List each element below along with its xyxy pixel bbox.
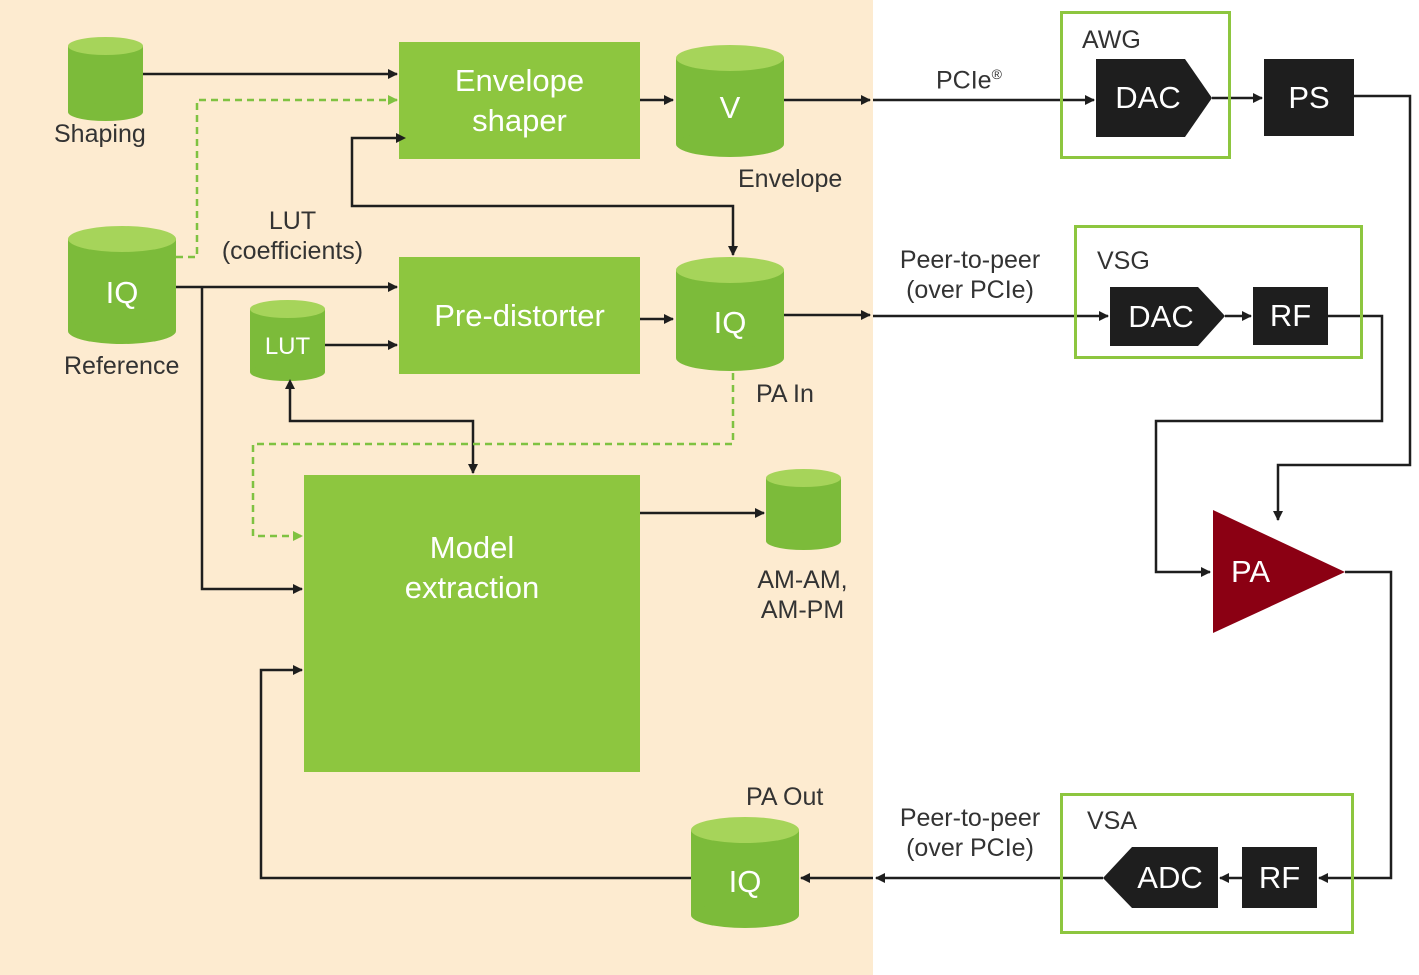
peer-to-peer-bottom-label: Peer-to-peer (over PCIe) — [899, 804, 1041, 862]
envelope-shaper-label: Envelope shaper — [454, 62, 585, 138]
pa-in-cylinder-text: IQ — [713, 305, 747, 340]
awg-ps-label: PS — [1288, 79, 1330, 115]
vsg-dac-block — [1110, 287, 1225, 346]
pre-distorter-label: Pre-distorter — [434, 297, 605, 333]
model-extraction-block — [304, 475, 640, 772]
awg-title: AWG — [1082, 26, 1141, 54]
vsa-adc-block — [1103, 847, 1218, 908]
vsg-title: VSG — [1097, 247, 1150, 275]
power-amplifier-triangle — [1213, 510, 1345, 633]
pa-out-cylinder-text: IQ — [728, 864, 762, 899]
reference-cylinder-text: IQ — [105, 275, 139, 310]
v-cylinder-text: V — [719, 90, 741, 125]
awg-ps-block — [1264, 59, 1354, 136]
vsg-rf-block — [1253, 287, 1328, 345]
pa-in-cylinder — [676, 257, 784, 371]
arrow-pa-out-to-model — [259, 665, 691, 880]
arrow-reference-to-model — [200, 287, 303, 594]
shaping-cylinder — [68, 37, 143, 121]
reference-cylinder — [68, 226, 176, 344]
awg-dac-block — [1096, 59, 1212, 137]
awg-dac-label: DAC — [1115, 80, 1181, 115]
pcie-label: PCIe® — [936, 66, 1002, 95]
vsg-frame — [1074, 225, 1363, 359]
dashed-lut-to-shaper — [176, 95, 398, 259]
lut-cylinder-text: LUT — [264, 333, 311, 360]
shaping-label: Shaping — [54, 120, 146, 148]
arrow-ps-to-pa — [1273, 94, 1412, 521]
pa-out-cylinder — [691, 817, 799, 928]
lut-cylinder — [250, 300, 325, 381]
am-pm-cylinder — [766, 469, 841, 550]
arrow-vsg-rf-to-pa — [1154, 314, 1384, 577]
vsa-title: VSA — [1087, 807, 1138, 835]
vsa-rf-block — [1242, 847, 1317, 908]
awg-frame — [1060, 11, 1231, 159]
reference-label: Reference — [64, 352, 180, 380]
arrow-pa-to-vsa — [1318, 570, 1393, 883]
arrow-shaper-pa-in-link — [350, 133, 738, 256]
envelope-label: Envelope — [738, 165, 843, 193]
pre-distorter-block — [399, 257, 640, 374]
vsa-rf-label: RF — [1258, 859, 1301, 895]
model-extraction-label: Model extraction — [404, 530, 540, 605]
vsa-adc-label: ADC — [1137, 859, 1203, 895]
pa-label: PA — [1230, 554, 1271, 589]
am-pm-label: AM-AM, AM-PM — [757, 566, 848, 624]
lut-coefficients-label: LUT (coefficients) — [221, 207, 364, 265]
pa-in-label: PA In — [756, 380, 814, 408]
arrow-lut-model-link — [285, 379, 478, 474]
vsg-dac-label: DAC — [1128, 298, 1194, 334]
peer-to-peer-top-label: Peer-to-peer (over PCIe) — [899, 246, 1041, 304]
registered-mark: ® — [991, 66, 1002, 82]
vsa-frame — [1060, 793, 1354, 934]
pa-out-label: PA Out — [746, 783, 824, 811]
vsg-rf-label: RF — [1269, 298, 1312, 333]
